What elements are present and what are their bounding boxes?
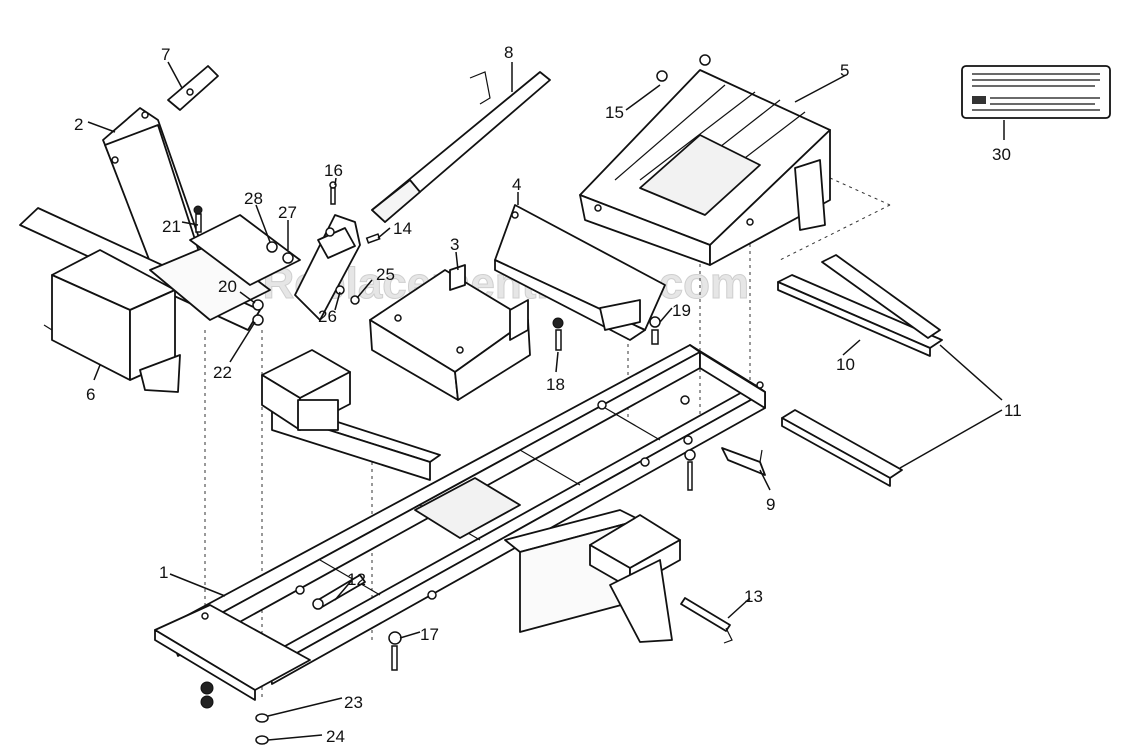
part-8-rod — [371, 71, 551, 223]
label-1: 1 — [159, 563, 168, 582]
label-21: 21 — [162, 217, 181, 236]
left-mount-bracket — [261, 349, 351, 431]
part-5-ramp — [579, 69, 831, 266]
part-4-guard — [494, 204, 666, 341]
label-22: 22 — [213, 363, 232, 382]
part-30-decal — [961, 65, 1111, 119]
label-2: 2 — [74, 115, 83, 134]
label-19: 19 — [672, 301, 691, 320]
label-28: 28 — [244, 189, 263, 208]
part-16-bracket — [294, 214, 361, 321]
part-10-rail — [777, 254, 943, 357]
label-3: 3 — [450, 235, 459, 254]
label-30: 30 — [992, 145, 1011, 164]
label-13: 13 — [744, 587, 763, 606]
label-11: 11 — [1004, 401, 1022, 420]
label-7: 7 — [161, 45, 170, 64]
right-mount-bracket — [589, 514, 681, 643]
label-14: 14 — [393, 219, 412, 238]
label-27: 27 — [278, 203, 297, 222]
leader-lines — [87, 61, 1005, 741]
label-4: 4 — [512, 175, 521, 194]
label-24: 24 — [326, 727, 345, 746]
part-9-clip — [721, 447, 766, 476]
label-9: 9 — [766, 495, 775, 514]
label-16: 16 — [324, 161, 343, 180]
label-8: 8 — [504, 43, 513, 62]
part-7-plate — [167, 65, 219, 111]
label-18: 18 — [546, 375, 565, 394]
label-15: 15 — [605, 103, 624, 122]
label-26: 26 — [318, 307, 337, 326]
label-6: 6 — [86, 385, 95, 404]
label-5: 5 — [840, 61, 849, 80]
label-25: 25 — [376, 265, 395, 284]
hardware — [193, 54, 711, 745]
part-2-bracket — [102, 107, 206, 281]
part-number-labels: 7 2 8 5 15 30 16 14 28 27 21 4 3 25 20 2… — [74, 43, 1022, 746]
label-12: 12 — [347, 570, 366, 589]
label-20: 20 — [218, 277, 237, 296]
label-17: 17 — [420, 625, 439, 644]
part-12-pin — [312, 574, 366, 610]
part-13-pin — [680, 597, 733, 644]
part-11-rail — [781, 409, 903, 487]
part-6-base — [19, 207, 301, 393]
label-10: 10 — [836, 355, 855, 374]
label-23: 23 — [344, 693, 363, 712]
part-3-plate — [369, 264, 531, 401]
